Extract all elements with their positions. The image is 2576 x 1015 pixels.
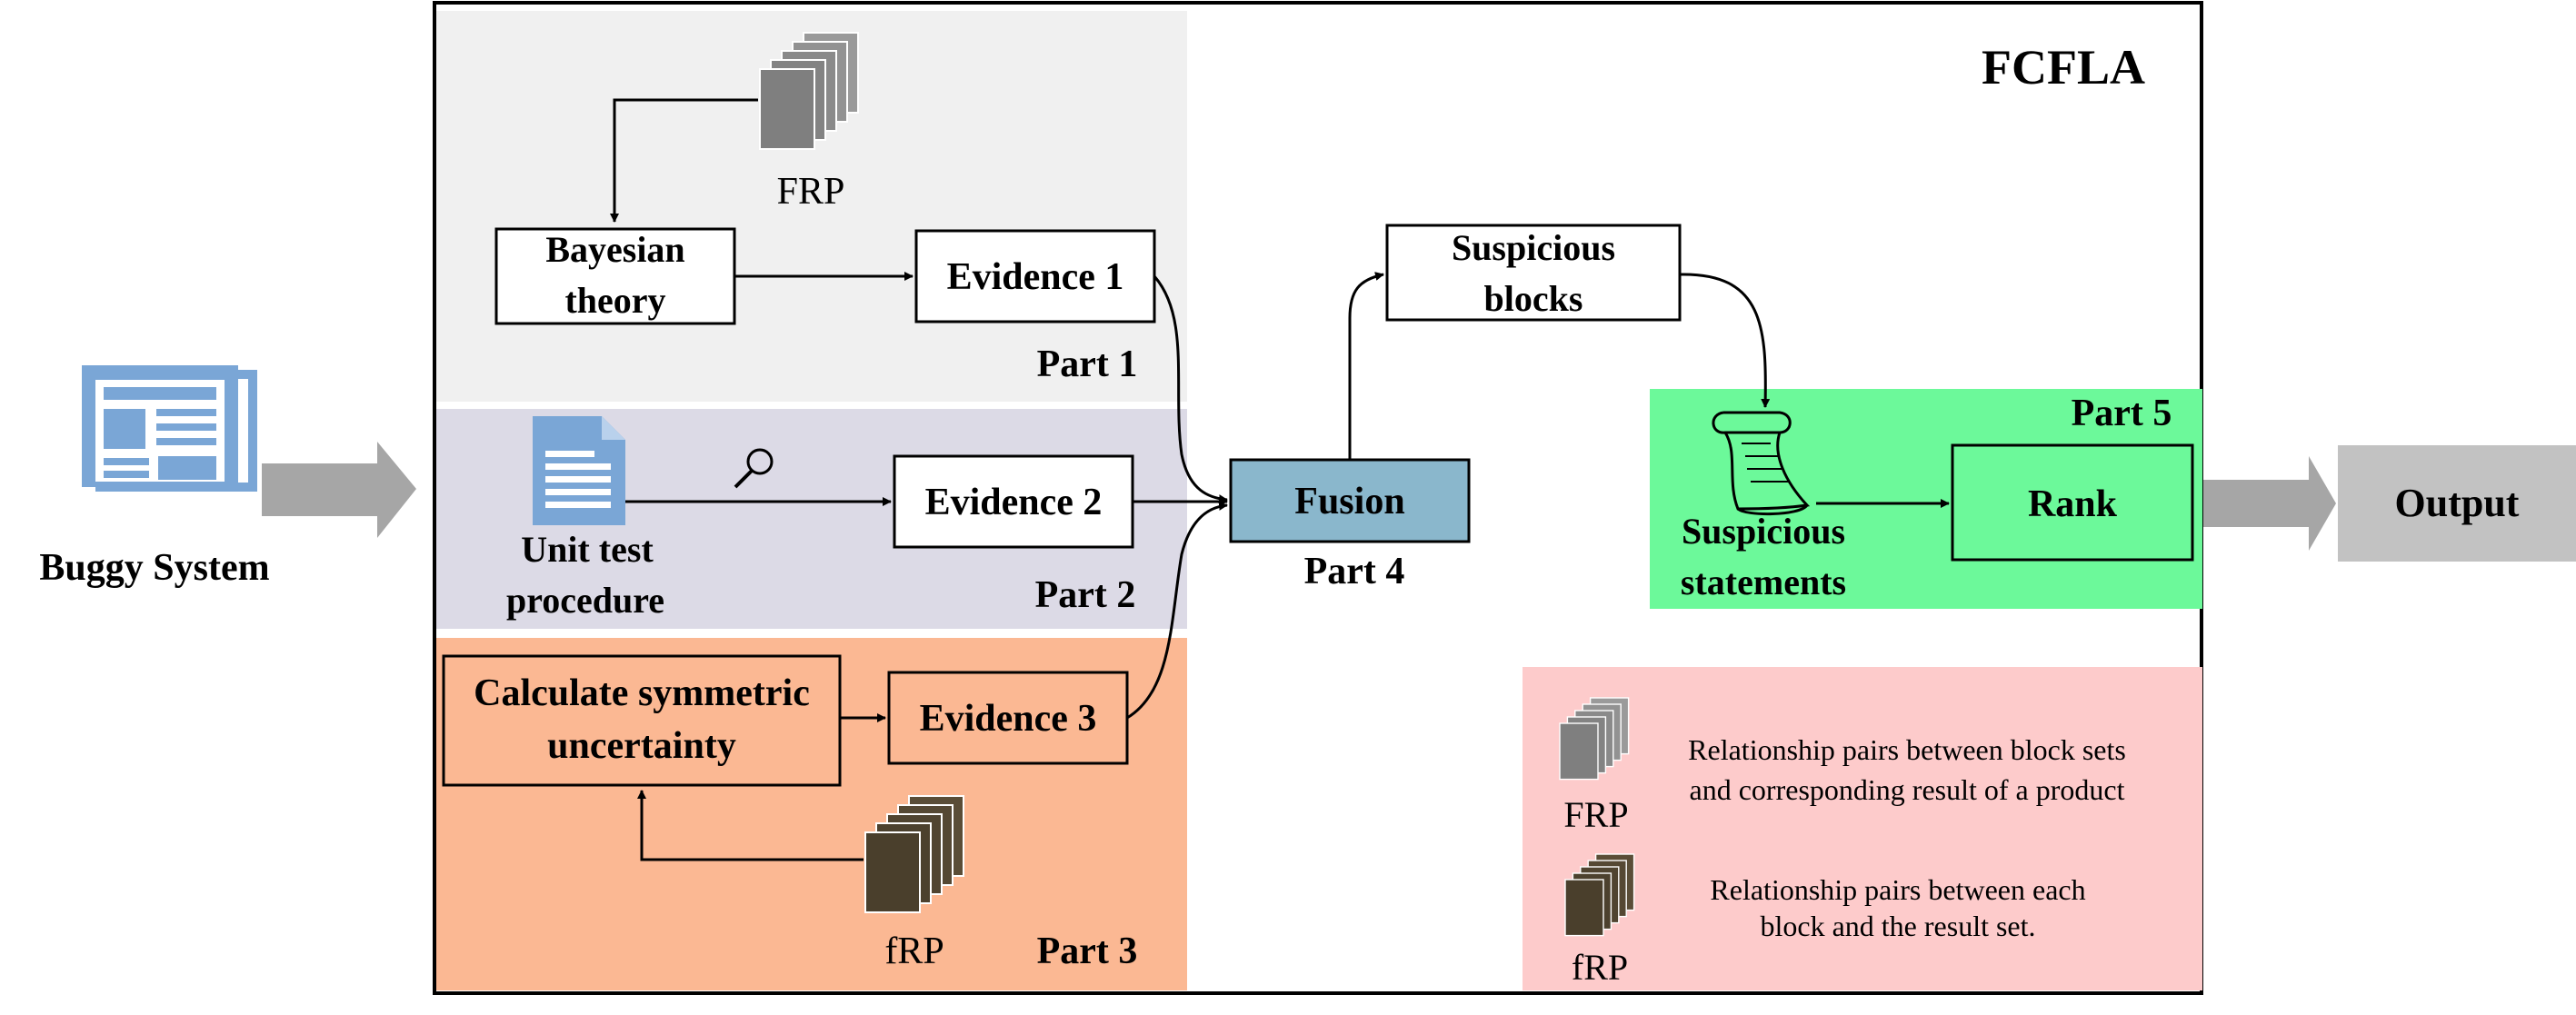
frp-to-bayesian-arrow [610, 98, 758, 223]
calc-su-line1: Calculate symmetric [474, 672, 810, 714]
part5-label: Part 5 [2072, 393, 2172, 434]
rank-label: Rank [2028, 483, 2118, 525]
output-arrow [2203, 456, 2336, 551]
legend-frp-desc-line1: Relationship pairs between block sets [1688, 733, 2126, 766]
frp-to-calc-arrow [637, 790, 864, 861]
magnifier-icon [734, 448, 774, 489]
evidence2-box [893, 454, 1134, 549]
legend-frp2-label: fRP [1572, 947, 1628, 988]
legend-frp2-desc-line2: block and the result set. [1760, 910, 2035, 942]
bayesian-line2: theory [564, 280, 665, 321]
unit-test-line1: Unit test [521, 529, 654, 570]
fusion-box [1229, 458, 1471, 543]
fusion-to-blocks-arrow [1348, 272, 1384, 460]
part1-frp-label: FRP [777, 171, 845, 213]
evidence1-label: Evidence 1 [947, 256, 1124, 298]
evidence1-to-fusion-arrow [1153, 275, 1228, 504]
legend-frp2-desc-line1: Relationship pairs between each [1710, 873, 2085, 906]
suspicious-statements-line1: Suspicious [1682, 511, 1845, 552]
suspicious-blocks-box [1385, 224, 1682, 322]
output-label: Output [2395, 481, 2520, 525]
suspicious-statements-line2: statements [1681, 562, 1846, 602]
bayesian-theory-box [494, 227, 736, 325]
part4-label: Part 4 [1304, 551, 1405, 592]
unit-test-line2: procedure [506, 580, 664, 621]
part1-label: Part 1 [1037, 343, 1138, 385]
evidence3-to-fusion-arrow [1126, 501, 1228, 720]
legend-region [1523, 667, 2202, 990]
blocks-to-statements-arrow [1679, 273, 1771, 408]
calc-su-line2: uncertainty [547, 725, 736, 767]
bayesian-line1: Bayesian [545, 229, 684, 270]
part3-frp-label: fRP [884, 930, 944, 972]
output-box [2338, 445, 2576, 562]
scroll-icon [1712, 411, 1811, 516]
newspaper-icon [82, 365, 257, 492]
evidence3-box [887, 671, 1129, 765]
part3-label: Part 3 [1037, 930, 1138, 972]
suspicious-blocks-line1: Suspicious [1452, 227, 1615, 268]
evidence1-box [914, 229, 1156, 323]
calc-su-box [442, 654, 842, 787]
evidence3-label: Evidence 3 [920, 698, 1097, 740]
evidence2-label: Evidence 2 [925, 482, 1103, 523]
part2-label: Part 2 [1035, 574, 1136, 616]
document-icon [533, 416, 625, 525]
input-arrow [262, 442, 416, 538]
fcfla-title: FCFLA [1982, 40, 2145, 95]
legend-frp-desc-line2: and corresponding result of a product [1690, 773, 2125, 806]
rank-box [1951, 443, 2194, 562]
fusion-label: Fusion [1294, 481, 1404, 522]
legend-frp-label: FRP [1563, 794, 1628, 835]
buggy-system-label: Buggy System [39, 547, 269, 589]
suspicious-blocks-line2: blocks [1484, 278, 1583, 319]
